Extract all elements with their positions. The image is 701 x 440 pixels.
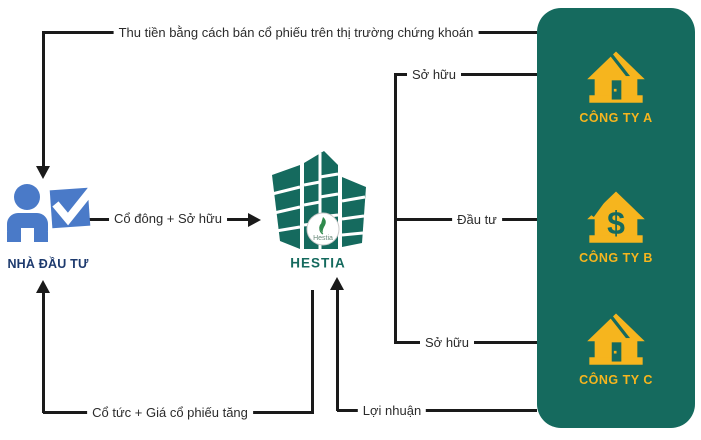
connector-trunk-vertical [394,73,397,344]
company-a-label: CÔNG TY A [579,111,653,125]
connector-profit-horizontal [337,409,537,412]
label-own-c: Sở hữu [420,335,474,351]
house-icon [587,313,645,365]
company-a: CÔNG TY A [537,44,695,125]
dollar-symbol: $ [607,205,625,241]
investor-block [2,180,98,261]
hestia-logo: Hestia [271,151,366,249]
company-c-label: CÔNG TY C [579,373,653,387]
label-profit: Lợi nhuận [357,403,427,419]
investor-person-check-icon [7,183,98,242]
label-own-a: Sở hữu [407,67,461,83]
hestia-label: HESTIA [290,255,346,271]
label-shareholder: Cổ đông + Sở hữu [109,211,227,227]
arrowhead-right-to-hestia-icon [248,212,261,227]
house-dollar-icon: $ [587,191,645,243]
subsidiaries-panel: CÔNG TY A $ CÔNG TY B CÔNG TY C [537,8,695,428]
connector-own-c [394,341,560,344]
label-invest-b: Đầu tư [452,212,502,228]
hestia-logo-text: Hestia [313,235,333,242]
company-b-label: CÔNG TY B [579,251,653,265]
connector-own-a [394,73,560,76]
arrowhead-up-to-investor-icon [36,280,50,293]
label-sell-shares: Thu tiền bằng cách bán cổ phiếu trên thị… [113,25,479,41]
arrowhead-down-to-investor-icon [36,166,50,179]
company-c: CÔNG TY C [537,306,695,387]
connector-profit-vertical [336,289,339,411]
company-b: $ CÔNG TY B [537,184,695,265]
connector-dividend-vertical-left [42,292,45,413]
label-dividend: Cổ tức + Giá cổ phiếu tăng [87,405,253,421]
investor-label: NHÀ ĐẦU TƯ [7,257,89,271]
arrowhead-up-to-hestia-icon [330,277,344,290]
house-icon [587,51,645,103]
connector-sell-shares-vertical [42,31,45,166]
connector-dividend-vertical-right [311,290,314,413]
